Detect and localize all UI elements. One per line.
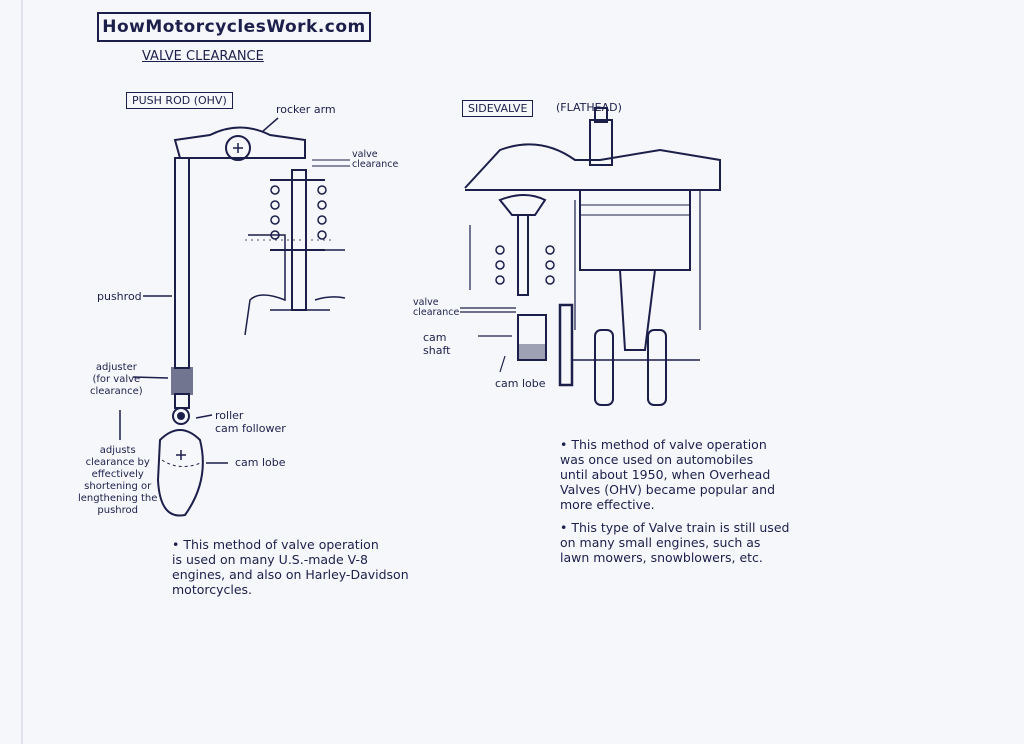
rocker-arm-label: rocker arm: [276, 103, 336, 116]
sidevalve-note-small-engines: • This type of Valve train is still used…: [560, 520, 790, 565]
flathead-label: (FLATHEAD): [556, 101, 622, 114]
valve-head: [498, 194, 547, 216]
pushrod-label: pushrod: [97, 290, 142, 303]
connecting-rod: [619, 269, 656, 351]
cam-lobe: [517, 314, 547, 361]
valve-spring: [270, 185, 327, 240]
valve-clearance-label: valve clearance: [352, 149, 399, 170]
spark-plug: [589, 119, 613, 166]
roller-cam-follower: [172, 407, 190, 425]
cam-shaft-label: cam shaft: [423, 331, 451, 357]
site-logo: HowMotorcyclesWork.com: [97, 12, 371, 42]
piston: [579, 189, 691, 271]
crank-web-right: [647, 329, 667, 406]
pushrod-method-note: • This method of valve operation is used…: [172, 537, 409, 597]
adjusts-clearance-note: adjusts clearance by effectively shorten…: [78, 445, 158, 516]
pushrod: [174, 157, 190, 369]
rocker-arm: [173, 126, 306, 159]
crank-web-left: [594, 329, 614, 406]
cylinder-head: [464, 143, 721, 191]
valve-stem: [517, 214, 529, 296]
adjuster-label: adjuster (for valve clearance): [90, 362, 143, 397]
page-title: VALVE CLEARANCE: [142, 49, 264, 64]
pushrod-heading: PUSH ROD (OHV): [126, 92, 233, 109]
sidevalve-note-history: • This method of valve operation was onc…: [560, 437, 776, 512]
sidevalve-cam-lobe-label: cam lobe: [495, 377, 546, 390]
cam-lobe-label: cam lobe: [235, 456, 286, 469]
sidevalve-drawing: [460, 107, 721, 406]
adjuster: [171, 367, 193, 395]
sidevalve-heading: SIDEVALVE: [462, 100, 534, 117]
cam-gear: [558, 303, 574, 387]
cam-lobe: [156, 429, 204, 517]
rocker-pivot: [225, 135, 251, 161]
pushrod-ohv-drawing: [119, 117, 350, 517]
roller-cam-follower-label: roller cam follower: [215, 409, 286, 435]
sidevalve-valve-clearance-label: valve clearance: [413, 297, 460, 318]
